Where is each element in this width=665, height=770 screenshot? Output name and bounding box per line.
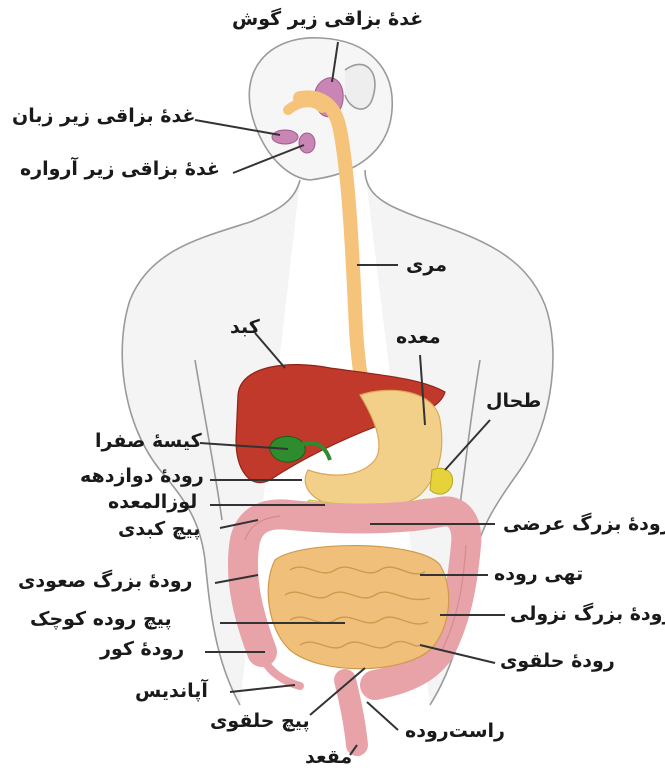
label-sigmoid-flexure: پیچ حلقوی [210, 712, 310, 731]
label-descending-colon: رودۀ بزرگ نزولی [510, 605, 665, 624]
label-anus: مقعد [305, 748, 352, 767]
label-sigmoid-colon: رودۀ حلقوی [500, 652, 615, 671]
spleen-shape [430, 468, 453, 494]
label-parotid-gland: غدۀ بزاقی زیر گوش [232, 10, 423, 29]
label-esophagus: مری [406, 256, 447, 275]
small-intestine [268, 546, 449, 669]
label-duodenum: رودۀ دوازدهه [80, 467, 204, 486]
label-sublingual-gland: غدۀ بزاقی زیر زبان [12, 107, 195, 126]
label-submandibular-gland: غدۀ بزاقی زیر آرواره [20, 160, 220, 179]
sublingual-gland [272, 130, 298, 144]
label-small-intestine: پیچ روده کوچک [30, 610, 172, 629]
label-hepatic-flexure: پیچ کبدی [118, 520, 200, 539]
label-transverse-colon: رودۀ بزرگ عرضی [503, 515, 665, 534]
rectum-shape [345, 680, 357, 745]
label-stomach: معده [396, 328, 441, 347]
label-pancreas: لوزالمعده [108, 493, 197, 512]
label-spleen: طحال [486, 392, 541, 411]
label-gallbladder: کیسۀ صفرا [95, 432, 202, 451]
label-ascending-colon: رودۀ بزرگ صعودی [18, 572, 192, 591]
label-appendix: آپاندیس [135, 682, 208, 701]
appendix-shape [262, 655, 300, 686]
label-liver: کبد [230, 318, 260, 337]
label-cecum: رودۀ کور [100, 640, 184, 659]
label-rectum: راست‌روده [405, 722, 505, 741]
submandibular-gland [299, 133, 315, 153]
label-jejunum: تهی روده [494, 565, 583, 584]
